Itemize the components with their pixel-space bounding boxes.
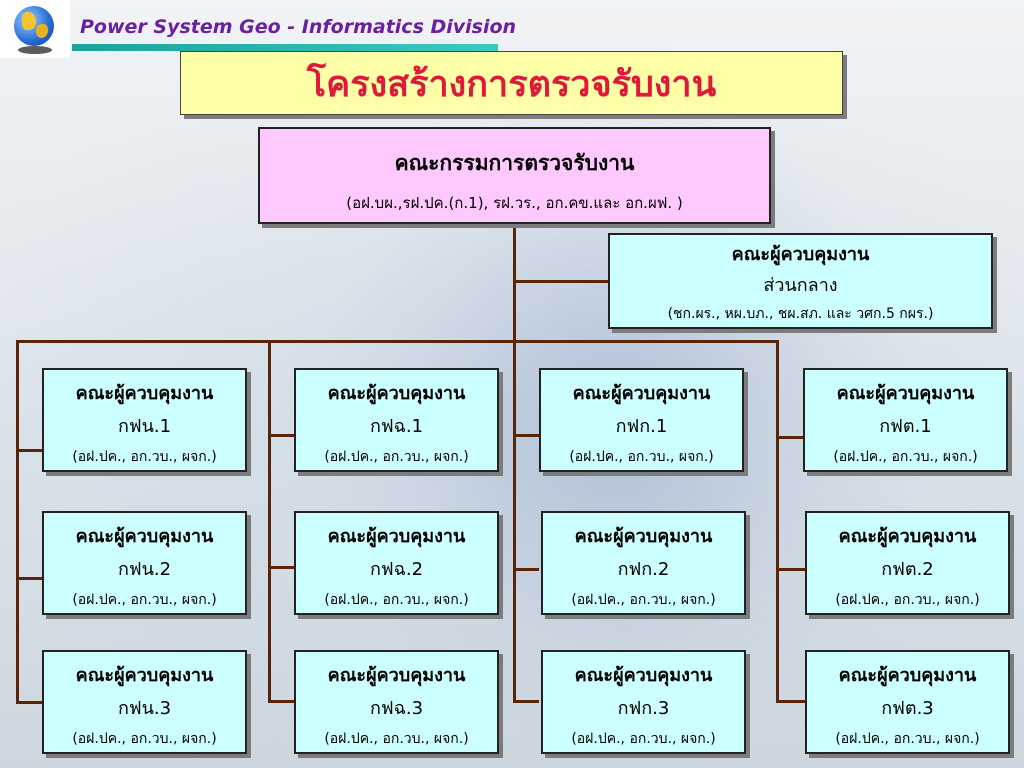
central-supervisor-box: คณะผู้ควบคุมงาน ส่วนกลาง (ชก.ผร., หผ.บภ.… xyxy=(608,233,993,329)
supervisor-unit: กฟต.2 xyxy=(881,559,934,580)
supervisor-unit: กฟน.2 xyxy=(117,559,172,580)
connector-col1-stub-2 xyxy=(16,577,42,580)
globe-stand xyxy=(18,46,52,54)
supervisor-members: (อฝ.ปค., อก.วบ., ผจก.) xyxy=(571,731,716,747)
supervisor-box: คณะผู้ควบคุมงาน กฟต.1 (อฝ.ปค., อก.วบ., ผ… xyxy=(803,368,1008,472)
supervisor-members: (อฝ.ปค., อก.วบ., ผจก.) xyxy=(571,592,716,608)
supervisor-box: คณะผู้ควบคุมงาน กฟฉ.1 (อฝ.ปค., อก.วบ., ผ… xyxy=(294,368,499,472)
supervisor-unit: กฟก.1 xyxy=(615,416,668,437)
connector-main-trunk xyxy=(513,224,516,703)
central-supervisor-name: คณะผู้ควบคุมงาน xyxy=(731,244,870,265)
connector-col1-stub-1 xyxy=(16,449,42,452)
connector-col3-stub-1 xyxy=(513,434,539,437)
supervisor-members: (อฝ.ปค., อก.วบ., ผจก.) xyxy=(72,449,217,465)
supervisor-members: (อฝ.ปค., อก.วบ., ผจก.) xyxy=(72,731,217,747)
supervisor-members: (อฝ.ปค., อก.วบ., ผจก.) xyxy=(835,731,980,747)
inspection-committee-box: คณะกรรมการตรวจรับงาน (อฝ.บผ.,รฝ.ปค.(ก.1)… xyxy=(258,127,771,224)
supervisor-unit: กฟต.3 xyxy=(881,698,934,719)
supervisor-name: คณะผู้ควบคุมงาน xyxy=(327,383,466,404)
committee-members: (อฝ.บผ.,รฝ.ปค.(ก.1), รฝ.วร., อก.คข.และ อ… xyxy=(346,194,683,212)
supervisor-name: คณะผู้ควบคุมงาน xyxy=(574,665,713,686)
central-supervisor-unit: ส่วนกลาง xyxy=(763,275,838,296)
supervisor-name: คณะผู้ควบคุมงาน xyxy=(75,665,214,686)
supervisor-name: คณะผู้ควบคุมงาน xyxy=(574,526,713,547)
globe-icon xyxy=(14,6,54,46)
supervisor-unit: กฟฉ.3 xyxy=(369,698,424,719)
supervisor-unit: กฟฉ.2 xyxy=(369,559,424,580)
supervisor-members: (อฝ.ปค., อก.วบ., ผจก.) xyxy=(324,449,469,465)
supervisor-unit: กฟก.3 xyxy=(617,698,670,719)
connector-col4-vertical xyxy=(776,340,779,703)
supervisor-members: (อฝ.ปค., อก.วบ., ผจก.) xyxy=(835,592,980,608)
connector-col4-stub-2 xyxy=(776,568,805,571)
connector-col4-stub-1 xyxy=(776,436,803,439)
supervisor-unit: กฟน.1 xyxy=(117,416,172,437)
supervisor-box: คณะผู้ควบคุมงาน กฟน.1 (อฝ.ปค., อก.วบ., ผ… xyxy=(42,368,247,472)
connector-col1-vertical xyxy=(16,340,19,703)
connector-col3-stub-2 xyxy=(513,568,539,571)
connector-col1-stub-3 xyxy=(16,701,42,704)
connector-col2-stub-3 xyxy=(268,700,294,703)
connector-col3-stub-3 xyxy=(513,700,539,703)
supervisor-name: คณะผู้ควบคุมงาน xyxy=(327,526,466,547)
supervisor-unit: กฟต.1 xyxy=(879,416,932,437)
connector-col2-stub-2 xyxy=(268,566,294,569)
supervisor-name: คณะผู้ควบคุมงาน xyxy=(75,526,214,547)
supervisor-box: คณะผู้ควบคุมงาน กฟฉ.2 (อฝ.ปค., อก.วบ., ผ… xyxy=(294,511,499,615)
connector-col4-stub-3 xyxy=(776,700,805,703)
supervisor-members: (อฝ.ปค., อก.วบ., ผจก.) xyxy=(324,731,469,747)
supervisor-box: คณะผู้ควบคุมงาน กฟก.2 (อฝ.ปค., อก.วบ., ผ… xyxy=(541,511,746,615)
supervisor-members: (อฝ.ปค., อก.วบ., ผจก.) xyxy=(569,449,714,465)
supervisor-box: คณะผู้ควบคุมงาน กฟน.2 (อฝ.ปค., อก.วบ., ผ… xyxy=(42,511,247,615)
supervisor-members: (อฝ.ปค., อก.วบ., ผจก.) xyxy=(833,449,978,465)
supervisor-unit: กฟก.2 xyxy=(617,559,670,580)
supervisor-name: คณะผู้ควบคุมงาน xyxy=(838,526,977,547)
supervisor-name: คณะผู้ควบคุมงาน xyxy=(836,383,975,404)
logo xyxy=(0,0,70,58)
connector-horizontal-bus xyxy=(16,340,779,343)
supervisor-name: คณะผู้ควบคุมงาน xyxy=(838,665,977,686)
division-title: Power System Geo - Informatics Division xyxy=(80,16,517,38)
connector-col2-stub-1 xyxy=(268,434,294,437)
supervisor-name: คณะผู้ควบคุมงาน xyxy=(572,383,711,404)
supervisor-box: คณะผู้ควบคุมงาน กฟฉ.3 (อฝ.ปค., อก.วบ., ผ… xyxy=(294,650,499,754)
header-underline xyxy=(72,44,498,51)
committee-name: คณะกรรมการตรวจรับงาน xyxy=(394,151,635,175)
supervisor-box: คณะผู้ควบคุมงาน กฟก.1 (อฝ.ปค., อก.วบ., ผ… xyxy=(539,368,744,472)
supervisor-members: (อฝ.ปค., อก.วบ., ผจก.) xyxy=(72,592,217,608)
supervisor-box: คณะผู้ควบคุมงาน กฟน.3 (อฝ.ปค., อก.วบ., ผ… xyxy=(42,650,247,754)
supervisor-unit: กฟฉ.1 xyxy=(369,416,424,437)
supervisor-name: คณะผู้ควบคุมงาน xyxy=(327,665,466,686)
central-supervisor-members: (ชก.ผร., หผ.บภ., ชผ.สภ. และ วศก.5 กผร.) xyxy=(667,306,934,322)
supervisor-box: คณะผู้ควบคุมงาน กฟต.3 (อฝ.ปค., อก.วบ., ผ… xyxy=(805,650,1010,754)
supervisor-members: (อฝ.ปค., อก.วบ., ผจก.) xyxy=(324,592,469,608)
page-title: โครงสร้างการตรวจรับงาน xyxy=(180,51,843,115)
supervisor-box: คณะผู้ควบคุมงาน กฟต.2 (อฝ.ปค., อก.วบ., ผ… xyxy=(805,511,1010,615)
connector-col2-vertical xyxy=(268,340,271,703)
supervisor-box: คณะผู้ควบคุมงาน กฟก.3 (อฝ.ปค., อก.วบ., ผ… xyxy=(541,650,746,754)
supervisor-unit: กฟน.3 xyxy=(117,698,172,719)
connector-central-branch xyxy=(513,280,608,283)
supervisor-name: คณะผู้ควบคุมงาน xyxy=(75,383,214,404)
